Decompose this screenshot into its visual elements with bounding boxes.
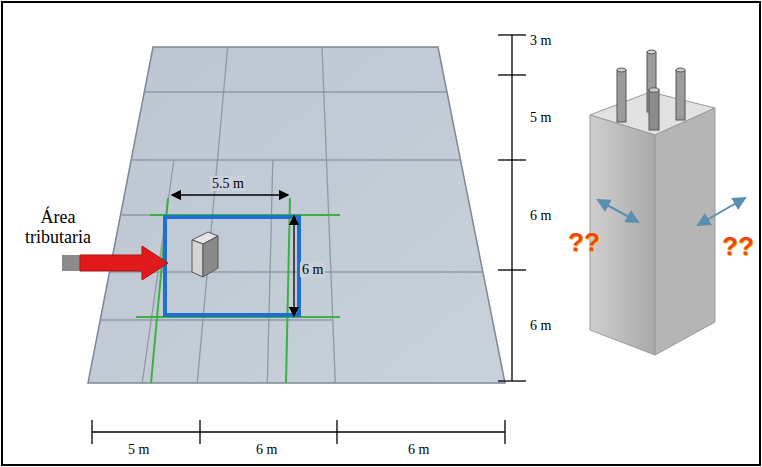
dimension-label: 6 m <box>256 442 277 457</box>
dimension-label: 5.5 m <box>210 176 246 191</box>
grid-line <box>100 319 333 320</box>
dimension-label: 3 m <box>530 33 551 48</box>
area-label: Área tributaria <box>10 208 106 248</box>
grid-line <box>131 159 460 160</box>
dimension-label: 6 m <box>530 208 551 223</box>
dimension-label: 5 m <box>530 110 551 125</box>
dimension-label: 6 m <box>408 442 429 457</box>
unknown-mark: ?? <box>722 232 754 261</box>
grid-line <box>267 160 272 383</box>
unknown-mark: ?? <box>568 228 600 257</box>
dimension-label: 6 m <box>300 262 325 277</box>
dimension-label: 6 m <box>530 318 551 333</box>
dimension-label: 5 m <box>128 442 149 457</box>
grid-line <box>144 91 447 92</box>
